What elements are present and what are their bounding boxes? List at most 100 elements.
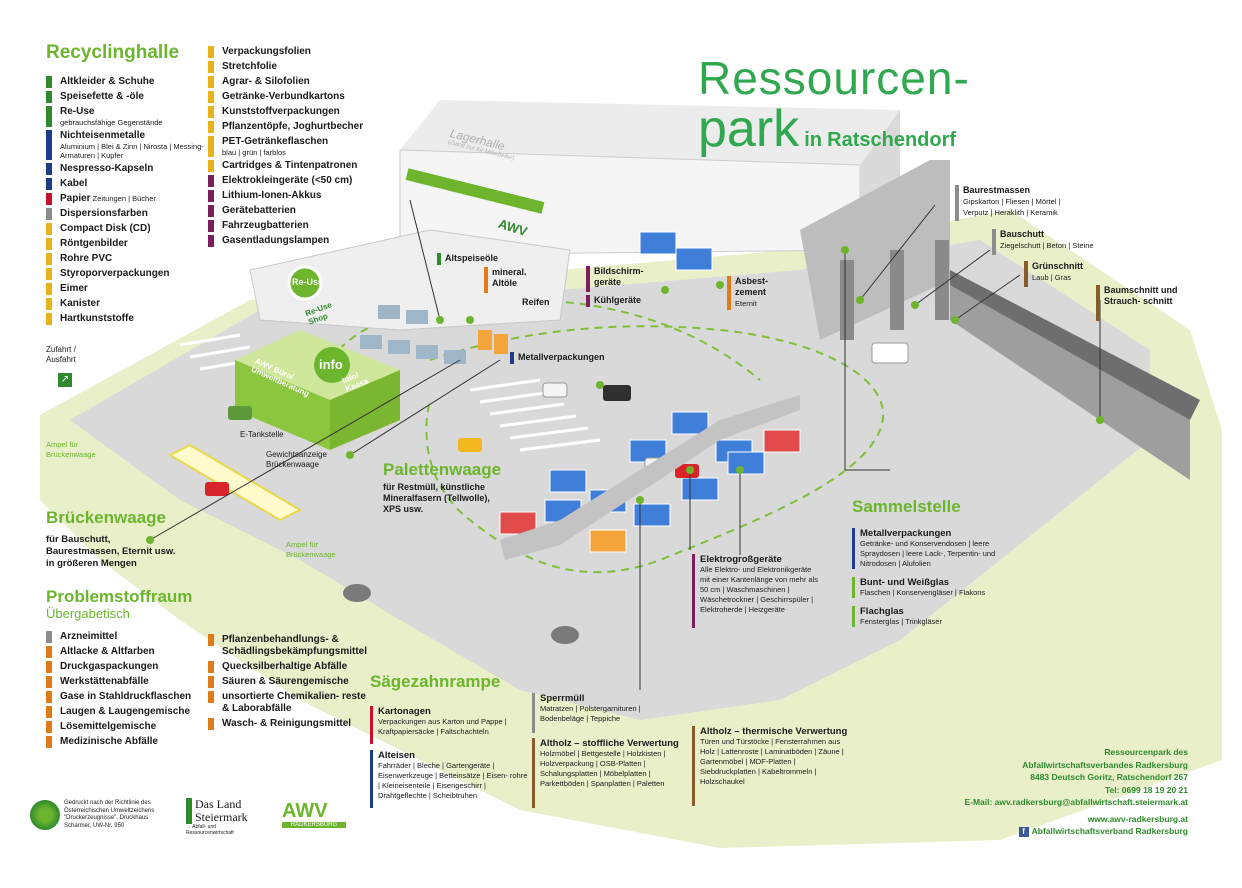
recycling-item: Cartridges & Tintenpatronen bbox=[208, 160, 398, 172]
problem-label: Lösemittelgemische bbox=[60, 721, 157, 732]
brueckenwaage-heading: Brückenwaage bbox=[46, 508, 166, 527]
rock-1 bbox=[343, 584, 371, 602]
label-baum: Baumschnitt und Strauch- schnitt bbox=[1096, 285, 1216, 321]
color-marker bbox=[46, 91, 52, 103]
recycling-label: Lithium-Ionen-Akkus bbox=[222, 190, 322, 201]
info-circle bbox=[314, 347, 350, 383]
recycling-item: Agrar- & Silofolien bbox=[208, 76, 398, 88]
sammelstelle-desc: Getränke- und Konservendosen | leere Spr… bbox=[860, 539, 996, 568]
color-marker bbox=[208, 205, 214, 217]
recycling-item: Altkleider & Schuhe bbox=[46, 76, 216, 88]
contact-web[interactable]: www.awv-radkersburg.at bbox=[1087, 813, 1188, 824]
sammelstelle-heading: Sammelstelle bbox=[852, 497, 961, 516]
problem-label: Laugen & Laugengemische bbox=[60, 706, 191, 717]
waste-container bbox=[727, 451, 765, 475]
problem-item: Arzneimittel bbox=[46, 631, 206, 643]
gewicht-label: Gewichtsanzeige Brückenwaage bbox=[266, 450, 327, 469]
recycling-label: Elektrokleingeräte (<50 cm) bbox=[222, 175, 353, 186]
title-block: Ressourcen- park in Ratschendorf bbox=[698, 54, 1018, 156]
waste-container bbox=[681, 477, 719, 501]
recycling-label: Rohre PVC bbox=[60, 253, 113, 264]
recycling-label: Kunststoffverpackungen bbox=[222, 106, 340, 117]
bunker-dividers bbox=[840, 240, 949, 340]
recycling-detail: Zeitungen | Bücher bbox=[90, 194, 156, 203]
lagerhalle-roof bbox=[400, 100, 900, 165]
route-dashed bbox=[425, 325, 884, 574]
contact-line3: 8483 Deutsch Goritz, Ratschendorf 267 bbox=[1030, 772, 1188, 782]
recycling-item: Papier Zeitungen | Bücher bbox=[46, 193, 216, 205]
problem-item: Quecksilberhaltige Abfälle bbox=[208, 661, 368, 673]
color-marker bbox=[208, 76, 214, 88]
palettenwaage-heading: Palettenwaage bbox=[383, 460, 502, 479]
waste-container bbox=[549, 469, 587, 493]
recycling-item: Speisefette & -öle bbox=[46, 91, 216, 103]
problemstoffraum-list-2: Pflanzenbehandlungs- & Schädlingsbekämpf… bbox=[208, 634, 368, 733]
recycling-label: Gasentladungslampen bbox=[222, 235, 330, 246]
recycling-label: Nichteisenmetalle bbox=[60, 130, 146, 141]
label-kuehl: Kühlgeräte bbox=[586, 295, 641, 307]
recycling-item: Gerätebatterien bbox=[208, 205, 398, 217]
facebook-icon: f bbox=[1018, 827, 1029, 837]
problem-item: unsortierte Chemikalien- reste & Laborab… bbox=[208, 691, 368, 715]
recycling-item: Styroporverpackungen bbox=[46, 268, 216, 280]
color-marker bbox=[208, 121, 214, 133]
color-marker bbox=[46, 313, 52, 325]
problem-item: Gase in Stahldruckflaschen bbox=[46, 691, 206, 703]
recycling-item: Hartkunststoffe bbox=[46, 313, 216, 325]
title-line1: Ressourcen- bbox=[698, 52, 970, 104]
contact-line1: Ressourcenpark des bbox=[1104, 747, 1188, 757]
waste-container bbox=[671, 411, 709, 435]
sammelstelle-title: Flachglas bbox=[860, 606, 904, 617]
recycling-label: Verpackungsfolien bbox=[222, 46, 311, 57]
recycling-item: Kanister bbox=[46, 298, 216, 310]
land-sub: → Abfall- und Ressourcenwirtschaft bbox=[186, 824, 234, 836]
recycling-label: Compact Disk (CD) bbox=[60, 223, 151, 234]
recycling-item: Elektrokleingeräte (<50 cm) bbox=[208, 175, 398, 187]
problem-item: Laugen & Laugengemische bbox=[46, 706, 206, 718]
color-marker bbox=[46, 283, 52, 295]
color-marker bbox=[46, 163, 52, 175]
color-marker bbox=[852, 528, 855, 569]
problem-item: Druckgaspackungen bbox=[46, 661, 206, 673]
contact-phone[interactable]: Tel: 0699 18 19 20 21 bbox=[1104, 784, 1188, 795]
office-front bbox=[235, 360, 330, 450]
recycling-label: Agrar- & Silofolien bbox=[222, 76, 310, 87]
problem-item: Pflanzenbehandlungs- & Schädlingsbekämpf… bbox=[208, 634, 368, 658]
color-marker bbox=[208, 661, 214, 673]
color-marker bbox=[46, 208, 52, 220]
recycling-label: Styroporverpackungen bbox=[60, 268, 170, 279]
recycling-item: Dispersionsfarben bbox=[46, 208, 216, 220]
problem-label: Wasch- & Reinigungsmittel bbox=[222, 718, 352, 729]
color-marker bbox=[46, 193, 52, 205]
color-marker bbox=[208, 175, 214, 187]
problem-item: Wasch- & Reinigungsmittel bbox=[208, 718, 368, 730]
leader-dots bbox=[146, 246, 1104, 544]
problem-item: Medizinische Abfälle bbox=[46, 736, 206, 748]
color-marker bbox=[208, 190, 214, 202]
lagerhalle-stripe bbox=[405, 168, 545, 214]
color-marker bbox=[208, 61, 214, 73]
recycling-label: Röntgenbilder bbox=[60, 238, 128, 249]
color-marker bbox=[208, 91, 214, 103]
problem-label: Arzneimittel bbox=[60, 631, 118, 642]
recycling-item: Kunststoffverpackungen bbox=[208, 106, 398, 118]
hall-containers bbox=[360, 305, 466, 364]
problemstoffraum-sub: Übergabetisch bbox=[46, 606, 130, 621]
brueckenwaage-text: für Bauschutt, Baurestmassen, Eternit us… bbox=[46, 534, 176, 569]
color-marker bbox=[208, 46, 214, 58]
color-marker bbox=[46, 238, 52, 250]
waste-container bbox=[589, 529, 627, 553]
color-marker bbox=[208, 691, 214, 703]
contact-email[interactable]: E-Mail: awv.radkersburg@abfallwirtschaft… bbox=[964, 797, 1188, 807]
saegezahn-ramp bbox=[500, 395, 800, 560]
land-steiermark-logo: Das Land Steiermark → Abfall- und Ressou… bbox=[186, 798, 258, 836]
title-line2: park bbox=[698, 100, 800, 158]
label-metallverp: Metallverpackungen bbox=[510, 352, 605, 364]
